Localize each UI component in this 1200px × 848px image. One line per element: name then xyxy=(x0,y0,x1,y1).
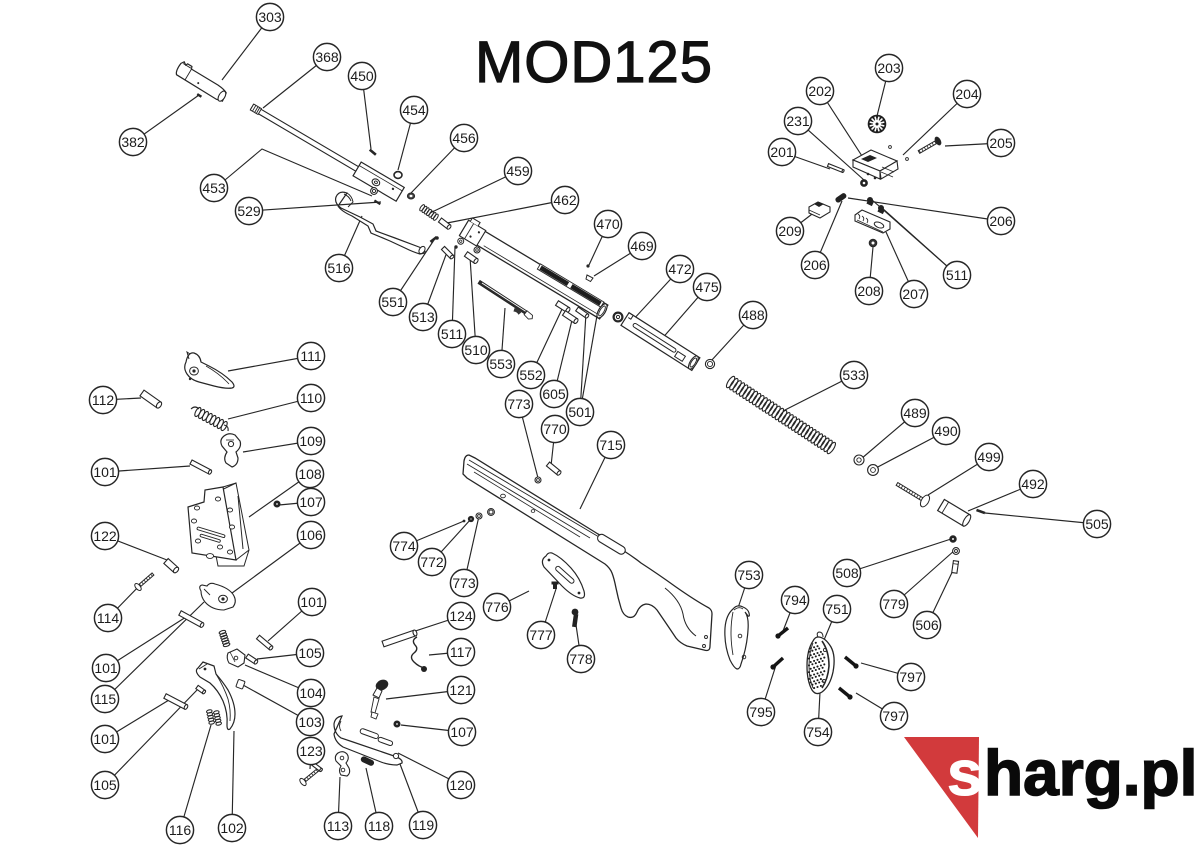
svg-text:118: 118 xyxy=(368,818,391,834)
svg-text:206: 206 xyxy=(803,257,827,273)
svg-text:122: 122 xyxy=(93,528,117,544)
svg-text:206: 206 xyxy=(989,213,1013,229)
svg-text:108: 108 xyxy=(298,466,322,482)
svg-text:110: 110 xyxy=(300,390,323,406)
svg-text:104: 104 xyxy=(299,685,323,701)
svg-text:101: 101 xyxy=(300,594,324,610)
svg-text:205: 205 xyxy=(989,135,1013,151)
svg-text:202: 202 xyxy=(808,83,832,99)
svg-text:231: 231 xyxy=(786,113,810,129)
svg-text:103: 103 xyxy=(298,714,322,730)
svg-text:770: 770 xyxy=(543,421,567,437)
svg-text:797: 797 xyxy=(882,708,906,724)
svg-text:105: 105 xyxy=(93,777,117,793)
svg-text:117: 117 xyxy=(450,644,473,660)
svg-text:107: 107 xyxy=(450,724,474,740)
svg-text:109: 109 xyxy=(299,433,323,449)
svg-text:511: 511 xyxy=(946,267,969,283)
svg-text:harg.pl: harg.pl xyxy=(984,737,1197,809)
svg-text:488: 488 xyxy=(741,307,765,323)
svg-text:201: 201 xyxy=(770,144,794,160)
svg-text:513: 513 xyxy=(411,309,435,325)
svg-text:204: 204 xyxy=(955,86,979,102)
svg-text:MOD125: MOD125 xyxy=(475,30,713,95)
svg-text:505: 505 xyxy=(1085,516,1109,532)
svg-text:501: 501 xyxy=(568,404,592,420)
svg-text:552: 552 xyxy=(519,367,543,383)
svg-text:489: 489 xyxy=(903,405,927,421)
svg-text:773: 773 xyxy=(452,575,476,591)
svg-text:753: 753 xyxy=(737,567,761,583)
svg-text:456: 456 xyxy=(452,130,476,146)
svg-text:492: 492 xyxy=(1021,476,1045,492)
svg-text:124: 124 xyxy=(449,608,473,624)
svg-text:472: 472 xyxy=(668,261,692,277)
svg-text:209: 209 xyxy=(778,223,802,239)
svg-text:450: 450 xyxy=(350,68,374,84)
svg-text:553: 553 xyxy=(489,356,513,372)
svg-text:114: 114 xyxy=(97,610,120,626)
svg-text:101: 101 xyxy=(93,464,117,480)
svg-text:605: 605 xyxy=(542,386,566,402)
svg-text:121: 121 xyxy=(449,682,473,698)
svg-text:751: 751 xyxy=(825,601,849,617)
svg-text:459: 459 xyxy=(506,163,530,179)
svg-text:102: 102 xyxy=(220,820,244,836)
svg-text:106: 106 xyxy=(299,527,323,543)
svg-text:511: 511 xyxy=(441,326,464,342)
svg-text:303: 303 xyxy=(258,9,282,25)
svg-text:112: 112 xyxy=(92,392,115,408)
svg-text:115: 115 xyxy=(94,691,117,707)
svg-text:119: 119 xyxy=(412,817,435,833)
svg-text:453: 453 xyxy=(202,180,226,196)
svg-text:777: 777 xyxy=(529,627,553,643)
svg-text:116: 116 xyxy=(169,822,192,838)
svg-text:113: 113 xyxy=(327,818,350,834)
svg-text:490: 490 xyxy=(934,423,958,439)
svg-text:105: 105 xyxy=(298,645,322,661)
svg-text:794: 794 xyxy=(783,592,807,608)
svg-text:208: 208 xyxy=(857,283,881,299)
svg-text:475: 475 xyxy=(695,279,719,295)
svg-text:101: 101 xyxy=(94,660,118,676)
svg-text:454: 454 xyxy=(402,102,426,118)
svg-text:779: 779 xyxy=(882,596,906,612)
svg-text:510: 510 xyxy=(464,342,488,358)
svg-text:368: 368 xyxy=(315,49,339,65)
svg-text:778: 778 xyxy=(569,651,593,667)
svg-text:533: 533 xyxy=(842,367,866,383)
svg-text:797: 797 xyxy=(899,669,923,685)
svg-text:715: 715 xyxy=(599,437,623,453)
svg-text:754: 754 xyxy=(806,724,830,740)
svg-text:795: 795 xyxy=(749,704,773,720)
svg-text:382: 382 xyxy=(121,134,145,150)
svg-text:207: 207 xyxy=(902,286,926,302)
svg-text:506: 506 xyxy=(915,617,939,633)
svg-text:120: 120 xyxy=(449,777,473,793)
svg-text:469: 469 xyxy=(630,238,654,254)
svg-text:499: 499 xyxy=(977,449,1001,465)
svg-text:111: 111 xyxy=(300,348,321,364)
svg-text:462: 462 xyxy=(553,192,577,208)
svg-text:107: 107 xyxy=(299,494,323,510)
svg-text:470: 470 xyxy=(596,216,620,232)
svg-text:551: 551 xyxy=(381,294,405,310)
svg-text:529: 529 xyxy=(237,203,261,219)
svg-text:772: 772 xyxy=(420,554,444,570)
svg-text:203: 203 xyxy=(877,60,901,76)
svg-text:774: 774 xyxy=(392,538,416,554)
svg-text:508: 508 xyxy=(835,565,859,581)
svg-text:101: 101 xyxy=(93,731,117,747)
svg-text:773: 773 xyxy=(507,396,531,412)
svg-text:776: 776 xyxy=(485,599,509,615)
svg-text:123: 123 xyxy=(299,743,323,759)
svg-text:s: s xyxy=(947,737,983,809)
svg-text:516: 516 xyxy=(327,260,351,276)
